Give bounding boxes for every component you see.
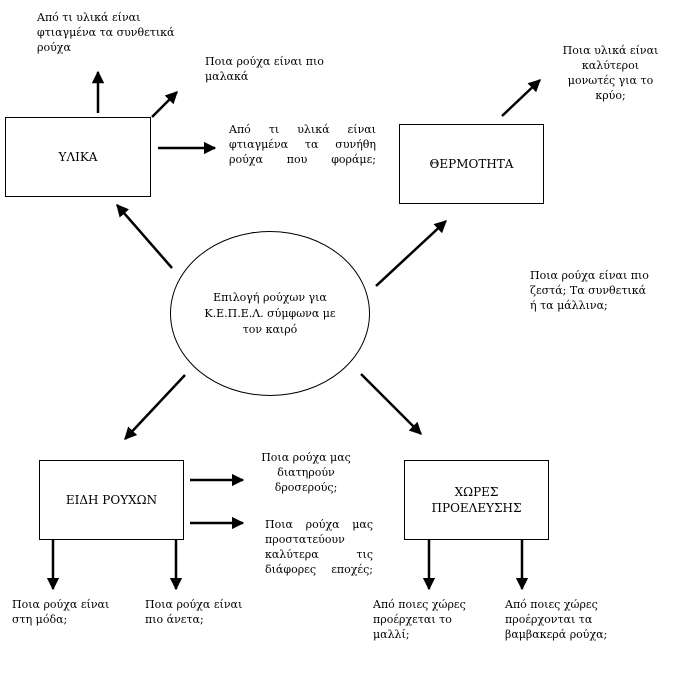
note-cotton-origin: Από ποιες χώρες προέρχονται τα βαμβακερά… bbox=[505, 598, 608, 641]
arrow-materials-upright bbox=[151, 91, 178, 118]
note-fashion: Ποια ρούχα είναι στη μόδα; bbox=[12, 598, 110, 626]
arrow-center-to-materials bbox=[116, 204, 173, 269]
note-synthetic-materials: Από τι υλικά είναι φτιαγμένα τα συνθετικ… bbox=[37, 11, 175, 54]
node-origin-countries: ΧΩΡΕΣ ΠΡΟΕΛΕΥΣΗΣ bbox=[404, 460, 549, 540]
note-better-insulators: Ποια υλικά είναι καλύτεροι μονωτές για τ… bbox=[562, 44, 659, 102]
node-materials: ΥΛΙΚΑ bbox=[5, 117, 151, 197]
arrow-center-to-clothing-types bbox=[124, 374, 186, 440]
node-center-topic: Επιλογή ρούχων για Κ.Ε.Π.Ε.Λ. σύμφωνα με… bbox=[170, 231, 370, 396]
arrow-center-to-origin bbox=[360, 373, 422, 435]
note-wool-origin: Από ποιες χώρες προέρχεται το μαλλί; bbox=[373, 598, 466, 641]
note-warmest-clothes: Ποια ρούχα είναι πιο ζεστά; Τα συνθετικά… bbox=[530, 269, 649, 312]
arrow-center-to-warmth bbox=[375, 220, 447, 287]
note-comfort: Ποια ρούχα είναι πιο άνετα; bbox=[145, 598, 243, 626]
node-clothing-types: ΕΙΔΗ ΡΟΥΧΩΝ bbox=[39, 460, 184, 540]
arrow-warmth-upright bbox=[501, 79, 541, 117]
note-protect-seasons: Ποια ρούχα μας προστατεύουν καλύτερα τις… bbox=[265, 518, 373, 576]
note-softest-clothes: Ποια ρούχα είναι πιο μαλακά bbox=[205, 55, 324, 83]
note-keep-cool: Ποια ρούχα μας διατηρούν δροσερούς; bbox=[261, 451, 351, 494]
note-usual-clothes: Από τι υλικά είναι φτιαγμένα τα συνήθη ρ… bbox=[229, 123, 376, 166]
node-warmth: ΘΕΡΜΟΤΗΤΑ bbox=[399, 124, 544, 204]
